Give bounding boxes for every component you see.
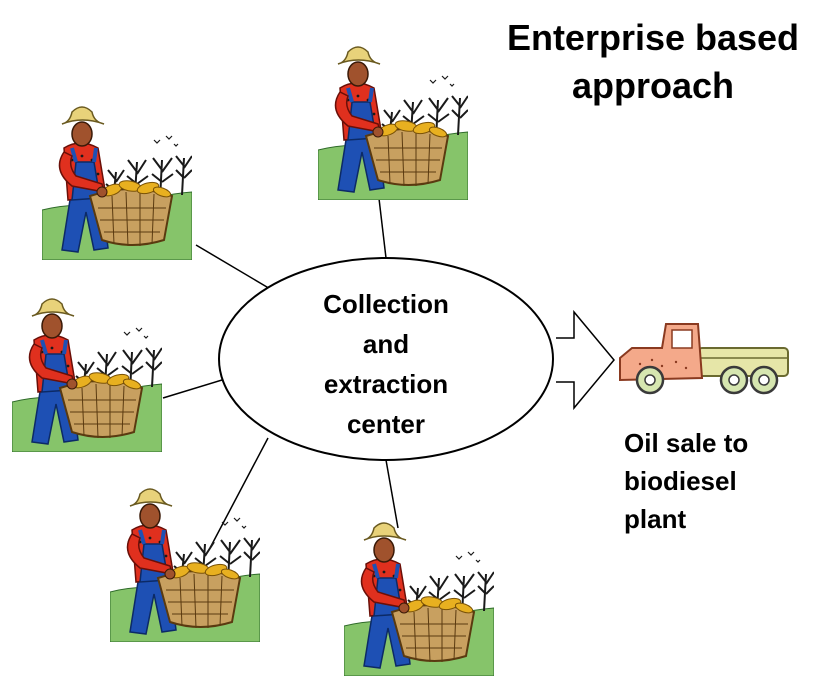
oil-sale-label: Oil sale to biodiesel plant [624, 424, 824, 538]
connector-line [385, 459, 399, 529]
farmer-with-basket-icon [110, 487, 260, 642]
pickup-truck-icon [618, 322, 790, 395]
output-arrow [556, 309, 615, 411]
farmer-with-basket-icon [42, 105, 192, 260]
title-line-1: Enterprise based [506, 17, 800, 58]
oil-line-2: biodiesel [624, 466, 737, 496]
connector-line [377, 189, 387, 259]
oil-line-3: plant [624, 504, 687, 534]
connector-line [162, 379, 223, 399]
center-line-4: center [346, 409, 426, 439]
collection-center-ellipse [218, 257, 554, 461]
center-line-3: extraction [323, 369, 449, 399]
collection-center-label: Collection and extraction center [286, 284, 486, 444]
farmer-with-basket-icon [12, 297, 162, 452]
title-line-2: approach [571, 65, 735, 106]
farmer-with-basket-icon [318, 45, 468, 200]
oil-line-1: Oil sale to [624, 428, 749, 458]
farmer-with-basket-icon [344, 521, 494, 676]
center-line-1: Collection [323, 289, 449, 319]
connector-line [209, 437, 269, 549]
connector-line [195, 244, 273, 291]
diagram-title: Enterprise based approach [478, 14, 828, 110]
center-line-2: and [362, 329, 410, 359]
